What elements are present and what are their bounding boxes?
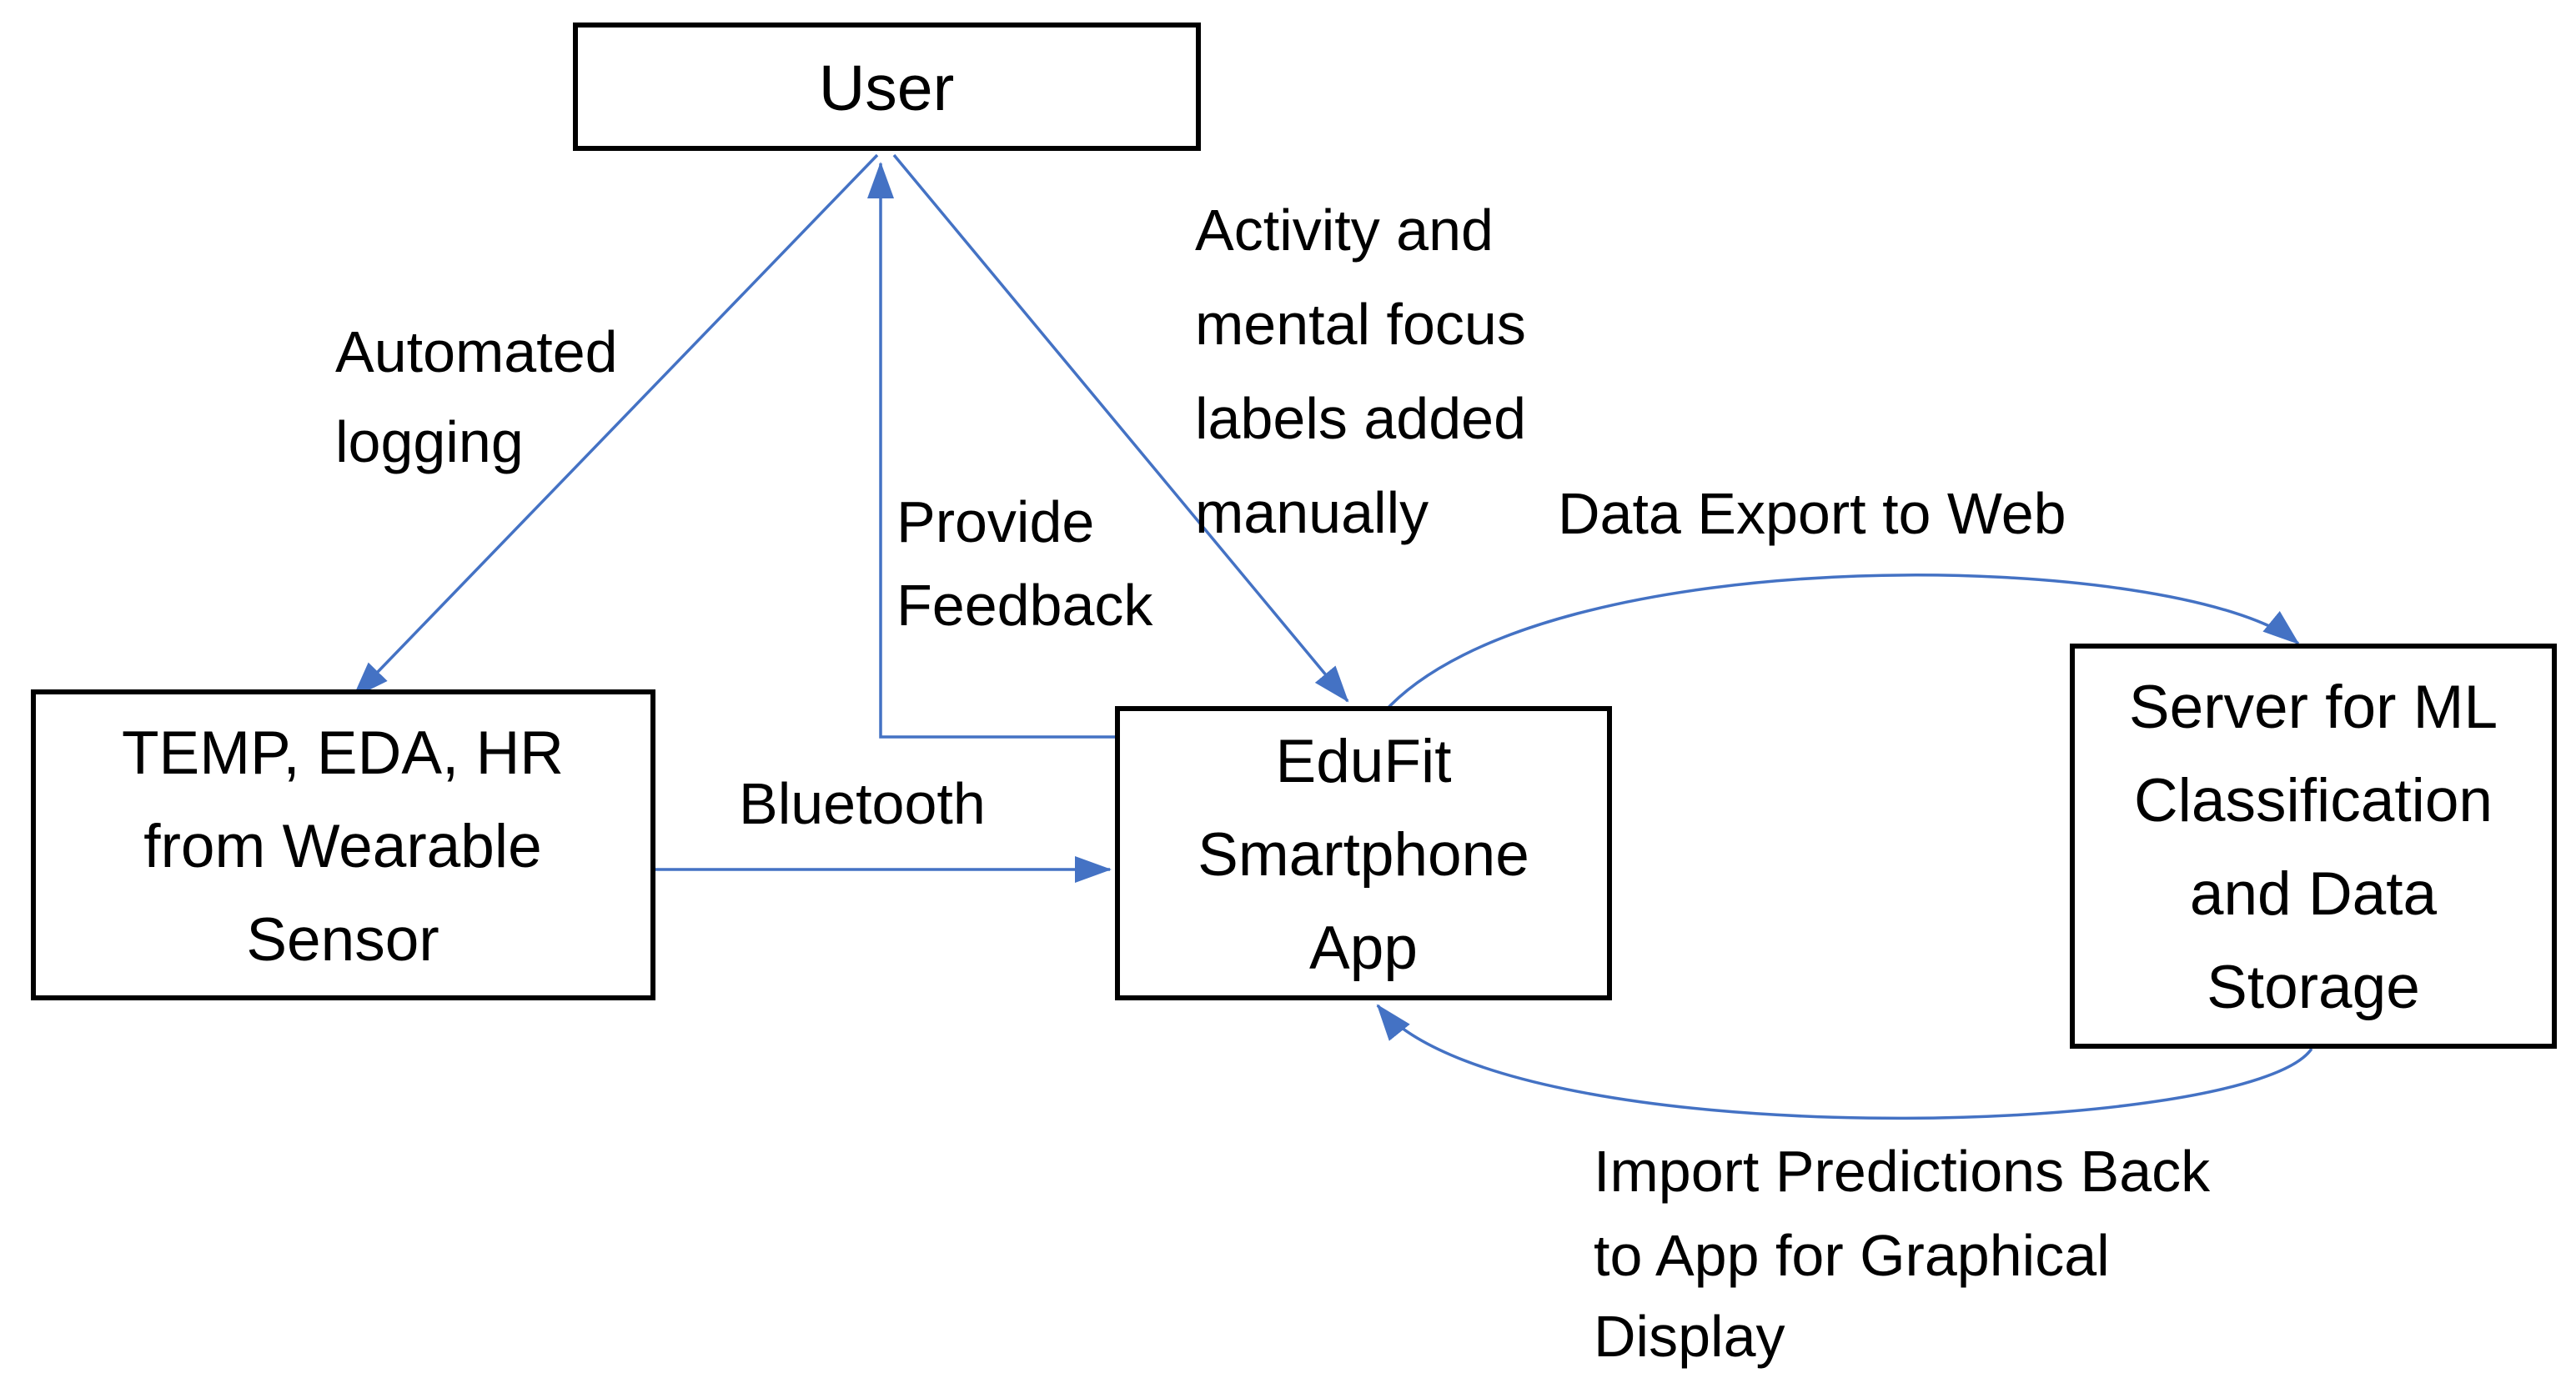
bluetooth-label: Bluetooth: [739, 771, 986, 836]
edufit-app-label-line1: EduFit: [1276, 728, 1452, 795]
import-predictions-label: Import Predictions Back to App for Graph…: [1594, 1139, 2211, 1369]
ml-server-box: [2070, 644, 2557, 1049]
edufit-app-label-line3: App: [1309, 914, 1418, 982]
provide-feedback-label-line1: Provide: [896, 489, 1094, 554]
user-box: [573, 23, 1201, 151]
automated-logging-arrow: [352, 153, 879, 699]
automated-logging-label-line2: logging: [335, 409, 524, 474]
provide-feedback-label: Provide Feedback: [896, 489, 1153, 638]
wearable-sensor-box: [31, 689, 655, 1000]
automated-logging-label: Automated logging: [335, 319, 618, 474]
import-predictions-arrow: [1376, 1004, 2313, 1120]
import-predictions-label-line1: Import Predictions Back: [1594, 1139, 2211, 1204]
ml-server-label-line1: Server for ML: [2129, 674, 2498, 741]
data-export-label: Data Export to Web: [1558, 481, 2066, 546]
import-predictions-label-line3: Display: [1594, 1304, 1785, 1369]
data-export-label-line1: Data Export to Web: [1558, 481, 2066, 546]
wearable-sensor-label-line1: TEMP, EDA, HR: [122, 719, 564, 787]
provide-feedback-arrow: [867, 162, 1116, 739]
user-node: User: [573, 23, 1201, 151]
edufit-app-label-line2: Smartphone: [1198, 821, 1529, 889]
ml-server-label-line2: Classification: [2134, 767, 2493, 834]
edufit-app-box: [1115, 706, 1612, 1000]
automated-logging-label-line1: Automated: [335, 319, 618, 384]
manual-labels-label-line4: manually: [1195, 480, 1429, 545]
manual-labels-arrow: [892, 153, 1349, 703]
edufit-app-node: EduFit Smartphone App: [1115, 706, 1612, 1000]
data-export-arrow: [1381, 574, 2300, 715]
manual-labels-label-line3: labels added: [1195, 386, 1526, 451]
wearable-sensor-label-line3: Sensor: [246, 906, 439, 974]
provide-feedback-label-line2: Feedback: [896, 573, 1153, 638]
manual-labels-label-line2: mental focus: [1195, 292, 1526, 357]
ml-server-label-line3: and Data: [2190, 860, 2438, 928]
ml-server-label-line4: Storage: [2207, 954, 2420, 1021]
manual-labels-label-line1: Activity and: [1195, 198, 1494, 263]
user-label: User: [819, 53, 955, 124]
ml-server-node: Server for ML Classification and Data St…: [2070, 644, 2557, 1049]
wearable-sensor-node: TEMP, EDA, HR from Wearable Sensor: [31, 689, 655, 1000]
bluetooth-label-line1: Bluetooth: [739, 771, 986, 836]
import-predictions-label-line2: to App for Graphical: [1594, 1223, 2110, 1288]
manual-labels-label: Activity and mental focus labels added m…: [1195, 198, 1526, 545]
wearable-sensor-label-line2: from Wearable: [143, 813, 541, 880]
